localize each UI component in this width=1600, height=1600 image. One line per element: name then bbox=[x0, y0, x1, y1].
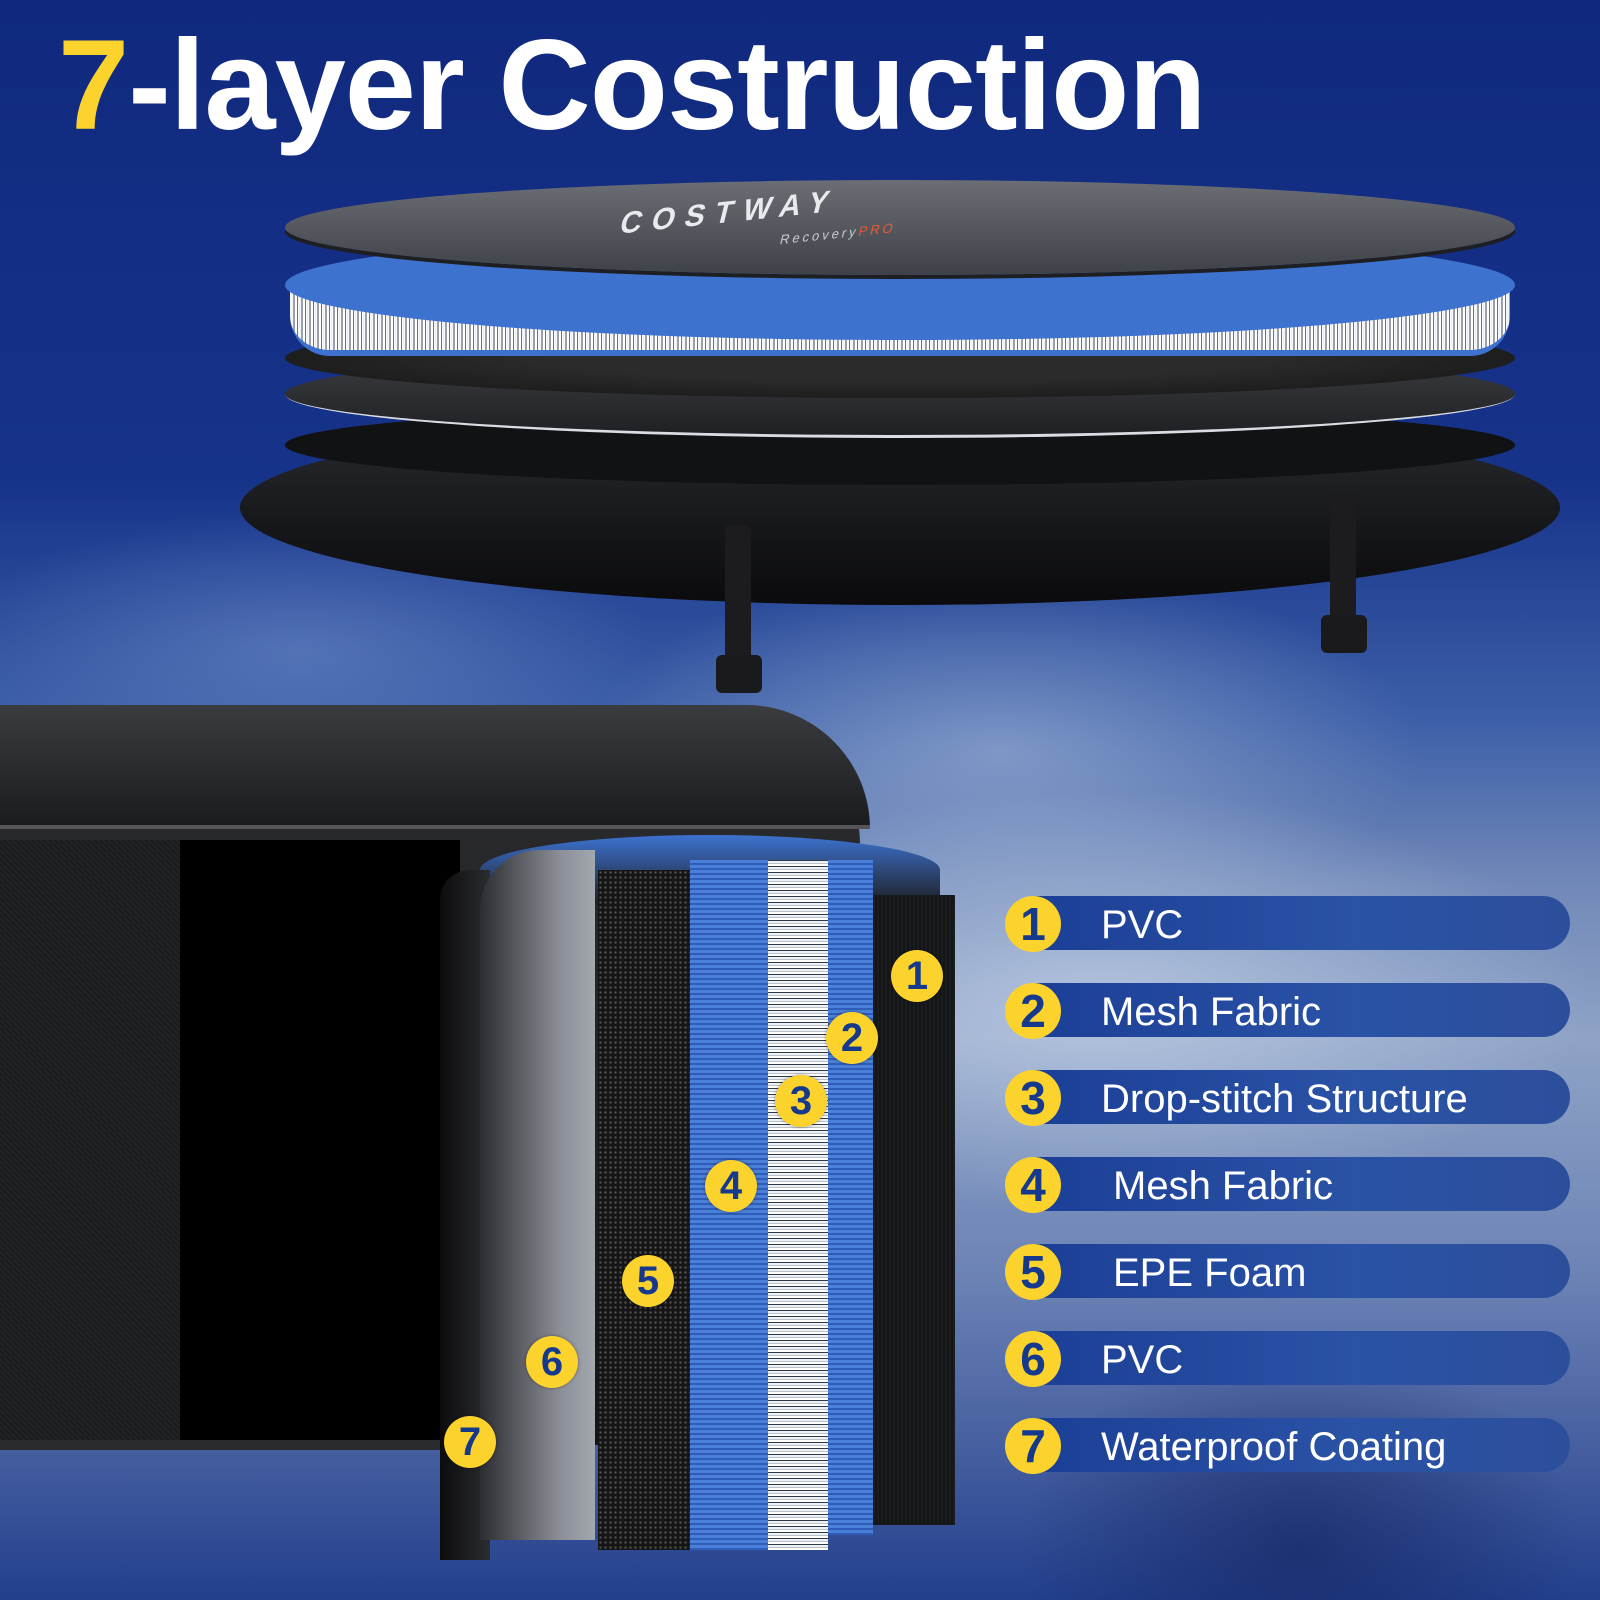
legend-item-2: 2 Mesh Fabric bbox=[1005, 983, 1570, 1039]
legend-label: Mesh Fabric bbox=[1101, 990, 1322, 1034]
legend-pill bbox=[1033, 1244, 1570, 1298]
legend-pill bbox=[1033, 896, 1570, 950]
number-badge-icon: 3 bbox=[1005, 1070, 1061, 1126]
legend-item-1: 1 PVC bbox=[1005, 896, 1570, 952]
number-badge-icon: 2 bbox=[1005, 983, 1061, 1039]
legend-label: EPE Foam bbox=[1113, 1251, 1307, 1295]
legend-pill bbox=[1033, 1331, 1570, 1385]
buckle-left-icon bbox=[716, 655, 762, 693]
layer-6-pvc bbox=[480, 850, 595, 1540]
page-title: 7-layer Costruction bbox=[58, 22, 1207, 150]
legend-label: Waterproof Coating bbox=[1101, 1425, 1447, 1469]
legend-item-3: 3 Drop-stitch Structure bbox=[1005, 1070, 1570, 1126]
legend-label: Drop-stitch Structure bbox=[1101, 1077, 1468, 1121]
legend-label: PVC bbox=[1101, 903, 1184, 947]
number-badge-icon: 6 bbox=[1005, 1331, 1061, 1387]
legend-label: PVC bbox=[1101, 1338, 1184, 1382]
legend-pill bbox=[1033, 1070, 1570, 1124]
legend-pill bbox=[1033, 1157, 1570, 1211]
legend-label: Mesh Fabric bbox=[1113, 1164, 1334, 1208]
legend-pill bbox=[1033, 983, 1570, 1037]
tub-rim bbox=[0, 705, 870, 829]
number-badge-icon: 7 bbox=[1005, 1418, 1061, 1474]
tub-cutout bbox=[180, 840, 460, 1440]
strap-left bbox=[725, 525, 751, 665]
title-number: 7 bbox=[58, 14, 129, 157]
legend-pill bbox=[1033, 1418, 1570, 1472]
layer-badge-2: 2 bbox=[826, 1012, 878, 1064]
legend-item-5: 5 EPE Foam bbox=[1005, 1244, 1570, 1300]
disc-top-pvc-lid bbox=[285, 180, 1515, 275]
layer-badge-5: 5 bbox=[622, 1255, 674, 1307]
exploded-layer-illustration: COSTWAY RecoveryPRO bbox=[0, 0, 1600, 720]
tub-bottom-edge bbox=[0, 1440, 470, 1450]
layer-badge-7: 7 bbox=[444, 1416, 496, 1468]
layer-badge-4: 4 bbox=[705, 1160, 757, 1212]
layer-badge-3: 3 bbox=[775, 1075, 827, 1127]
layer-5-epe-foam bbox=[598, 870, 693, 1550]
strap-right bbox=[1330, 495, 1356, 625]
number-badge-icon: 5 bbox=[1005, 1244, 1061, 1300]
layer-badge-1: 1 bbox=[891, 950, 943, 1002]
title-text: -layer Costruction bbox=[128, 14, 1206, 157]
buckle-right-icon bbox=[1321, 615, 1367, 653]
legend-item-7: 7 Waterproof Coating bbox=[1005, 1418, 1570, 1474]
layer-2-mesh-fabric bbox=[828, 860, 873, 1535]
number-badge-icon: 1 bbox=[1005, 896, 1061, 952]
number-badge-icon: 4 bbox=[1005, 1157, 1061, 1213]
layer-badge-6: 6 bbox=[526, 1336, 578, 1388]
layer-3-drop-stitch bbox=[768, 860, 828, 1550]
legend-item-6: 6 PVC bbox=[1005, 1331, 1570, 1387]
tub-side-panel bbox=[0, 840, 180, 1440]
legend-item-4: 4 Mesh Fabric bbox=[1005, 1157, 1570, 1213]
